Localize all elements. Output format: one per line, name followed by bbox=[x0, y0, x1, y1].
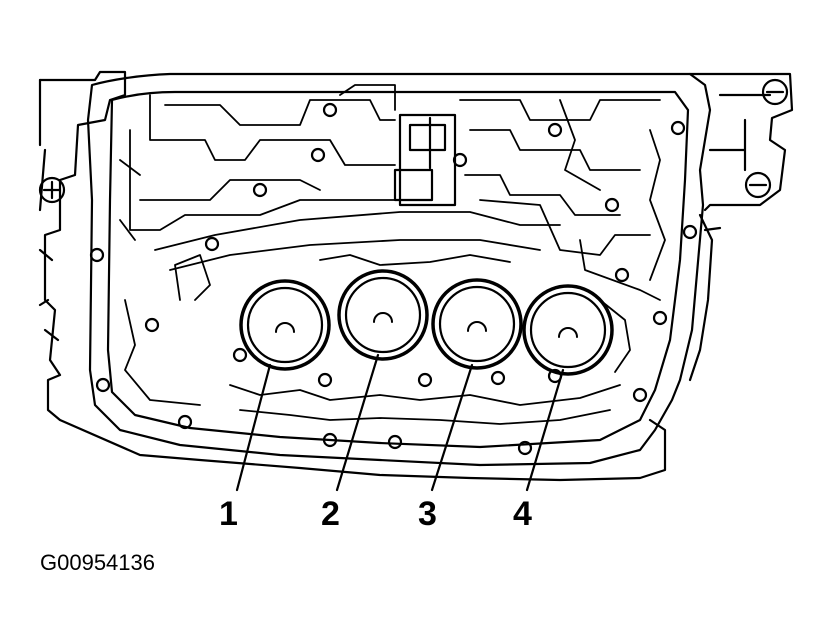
leader-line-3 bbox=[432, 365, 472, 490]
callout-3: 3 bbox=[418, 495, 437, 533]
callout-4: 4 bbox=[513, 495, 532, 533]
accumulator-4 bbox=[524, 286, 612, 374]
accumulator-2 bbox=[339, 271, 427, 359]
leader-lines bbox=[237, 355, 563, 490]
leader-line-4 bbox=[527, 370, 563, 490]
valve-body-inner-rim bbox=[108, 92, 688, 447]
bolt-upper-right bbox=[763, 80, 787, 104]
solenoid-block bbox=[395, 115, 455, 205]
leader-line-1 bbox=[237, 365, 270, 490]
valve-body-plate-outline bbox=[88, 74, 710, 465]
bolt-right bbox=[746, 173, 770, 197]
case-left-ribs bbox=[40, 80, 58, 340]
right-case-lower bbox=[690, 215, 720, 380]
fluid-passages bbox=[120, 85, 665, 424]
callout-2: 2 bbox=[321, 495, 340, 533]
callout-1: 1 bbox=[219, 495, 238, 533]
bolt-upper-left bbox=[40, 178, 64, 202]
accumulator-3 bbox=[433, 280, 521, 368]
accumulator-1 bbox=[241, 281, 329, 369]
right-bracket bbox=[690, 74, 792, 210]
figure-id: G00954136 bbox=[40, 550, 155, 575]
leader-line-2 bbox=[337, 355, 378, 490]
